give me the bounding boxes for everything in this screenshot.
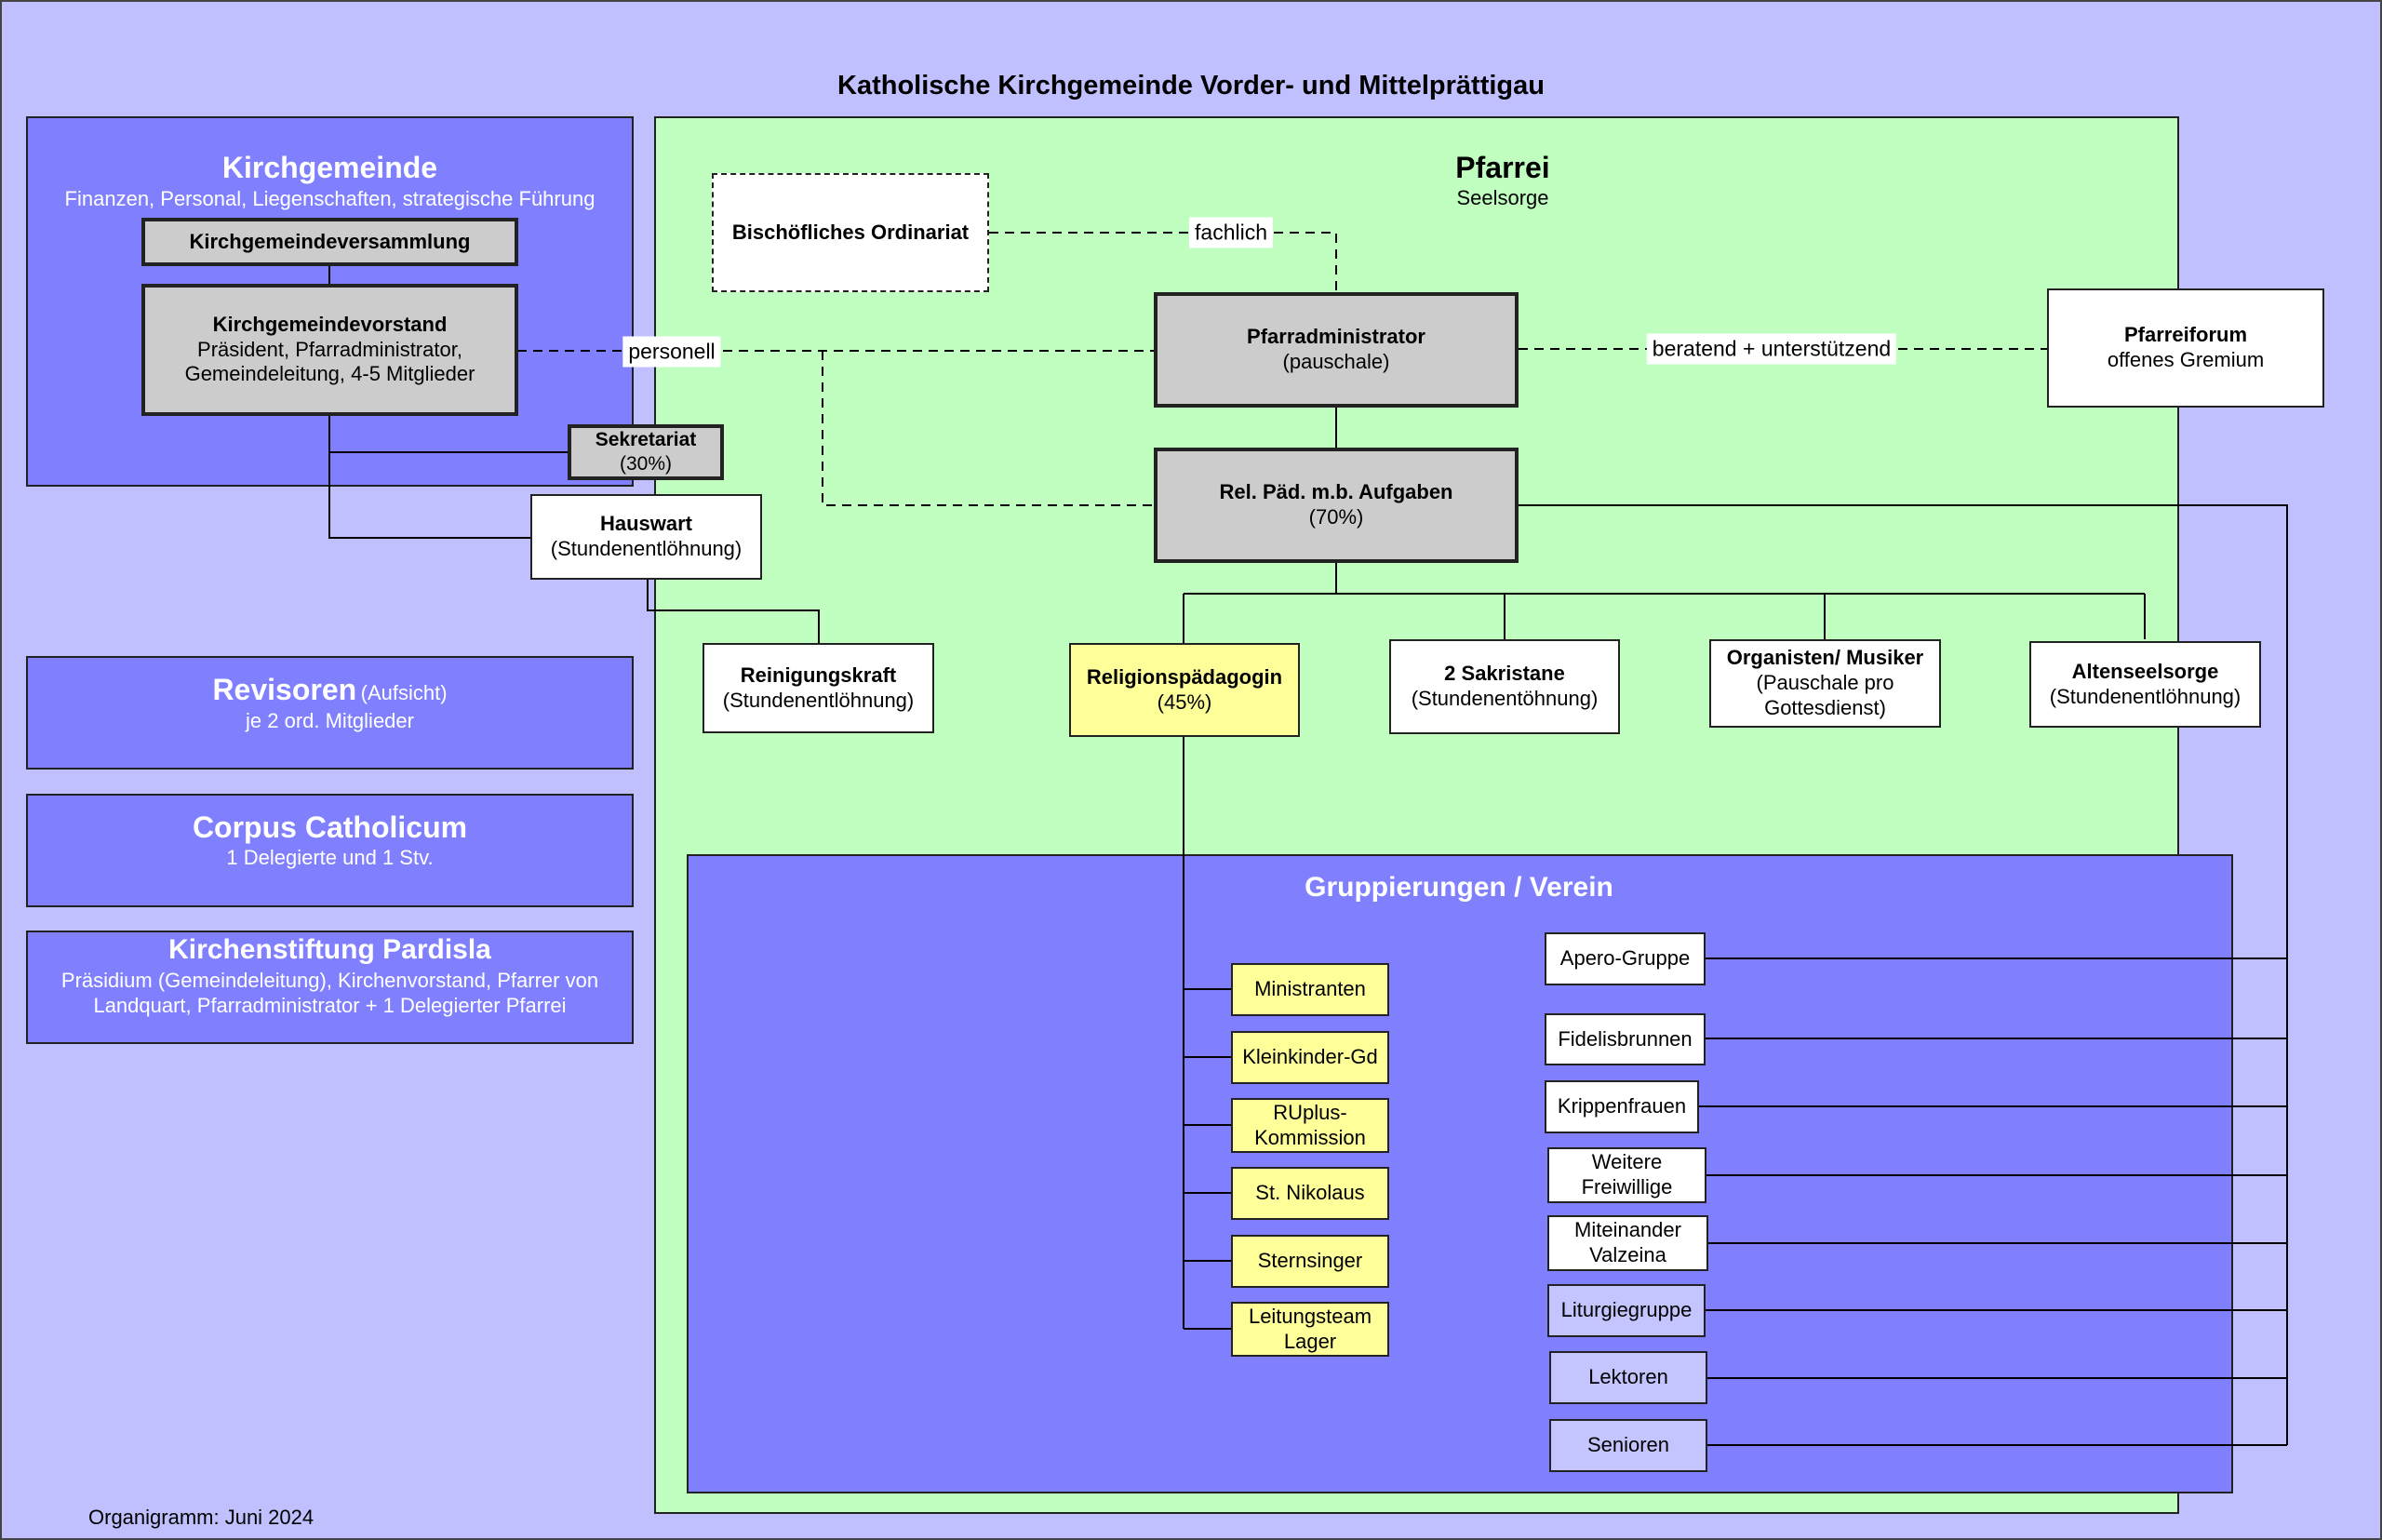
group-ministranten[interactable]: Ministranten: [1231, 963, 1389, 1016]
group-apero-gruppe[interactable]: Apero-Gruppe: [1545, 932, 1706, 985]
gruppierungen-panel: [687, 854, 2233, 1493]
label-fachlich: fachlich: [1189, 217, 1273, 248]
group-miteinander-valzeina[interactable]: Miteinander Valzeina: [1547, 1215, 1708, 1271]
group-senioren[interactable]: Senioren: [1549, 1419, 1707, 1472]
pfarradministrator-sub: (pauschale): [1282, 350, 1390, 373]
kirchgemeinde-title: Kirchgemeinde: [221, 151, 438, 184]
corpus-catholicum-panel: [26, 794, 634, 907]
religionspaedagogin-title: Religionspädagogin: [1086, 664, 1283, 689]
group-ruplus-kommission[interactable]: RUplus- Kommission: [1231, 1098, 1389, 1153]
altenseelsorge-title: Altenseelsorge: [2071, 659, 2219, 683]
group-label-line-2: Kommission: [1254, 1125, 1366, 1149]
group-label: Senioren: [1586, 1433, 1670, 1457]
group-st-nikolaus[interactable]: St. Nikolaus: [1231, 1167, 1389, 1220]
organisten-line-1: (Pauschale pro: [1756, 671, 1894, 695]
group-label: Fidelisbrunnen: [1558, 1026, 1693, 1051]
rel-paed-box[interactable]: Rel. Päd. m.b. Aufgaben (70%): [1154, 448, 1519, 563]
group-sternsinger[interactable]: Sternsinger: [1231, 1235, 1389, 1288]
kirchenstiftung-panel: [26, 931, 634, 1044]
hauswart-sub: (Stundenentlöhnung): [550, 537, 743, 560]
reinigungskraft-title: Reinigungskraft: [740, 663, 897, 687]
group-label: RUplus-: [1273, 1100, 1347, 1124]
bischoefliches-ordinariat-label: Bischöfliches Ordinariat: [731, 220, 970, 244]
corpus-catholicum-title: Corpus Catholicum: [192, 810, 468, 844]
group-label-line-2: Lager: [1283, 1329, 1337, 1353]
reinigungskraft-box[interactable]: Reinigungskraft (Stundenentlöhnung): [703, 643, 934, 733]
sakristane-box[interactable]: 2 Sakristane (Stundenentöhnung): [1389, 639, 1620, 734]
kirchenstiftung-line-2: Landquart, Pfarradministrator + 1 Delegi…: [93, 994, 567, 1017]
group-label: Leitungsteam: [1248, 1304, 1372, 1328]
revisoren-subtitle: je 2 ord. Mitglieder: [246, 709, 414, 732]
footer-note: Organigramm: Juni 2024: [88, 1506, 314, 1529]
kirchenstiftung-line-1: Präsidium (Gemeindeleitung), Kirchenvors…: [60, 969, 599, 992]
reinigungskraft-sub: (Stundenentlöhnung): [722, 688, 915, 712]
organisten-box[interactable]: Organisten/ Musiker (Pauschale pro Gotte…: [1709, 639, 1941, 728]
kirchgemeindevorstand-title: Kirchgemeindevorstand: [212, 312, 448, 336]
group-label-line-2: Valzeina: [1589, 1243, 1666, 1266]
group-label: Apero-Gruppe: [1559, 946, 1691, 971]
rel-paed-sub: (70%): [1308, 505, 1364, 529]
hauswart-box[interactable]: Hauswart (Stundenentlöhnung): [530, 494, 762, 580]
kirchgemeindeversammlung-box[interactable]: Kirchgemeindeversammlung: [141, 218, 518, 266]
pfarreiforum-title: Pfarreiforum: [2123, 323, 2248, 347]
kirchgemeindevorstand-line-2: Gemeindeleitung, 4-5 Mitglieder: [184, 362, 475, 386]
group-label: Liturgiegruppe: [1560, 1298, 1693, 1322]
kirchgemeindevorstand-line-1: Präsident, Pfarradministrator,: [197, 337, 462, 361]
altenseelsorge-box[interactable]: Altenseelsorge (Stundenentlöhnung): [2029, 641, 2261, 728]
revisoren-title-row: Revisoren (Aufsicht): [26, 673, 634, 707]
group-label: Krippenfrauen: [1557, 1094, 1687, 1118]
sekretariat-box[interactable]: Sekretariat (30%): [568, 424, 724, 480]
altenseelsorge-sub: (Stundenentlöhnung): [2049, 684, 2241, 708]
rel-paed-title: Rel. Päd. m.b. Aufgaben: [1219, 480, 1453, 504]
group-lektoren[interactable]: Lektoren: [1549, 1351, 1707, 1404]
group-label: Lektoren: [1588, 1365, 1668, 1389]
page-title: Katholische Kirchgemeinde Vorder- und Mi…: [837, 71, 1545, 100]
group-label-line-2: Freiwillige: [1581, 1175, 1673, 1199]
pfarrei-title: Pfarrei: [1455, 151, 1550, 184]
organisten-line-2: Gottesdienst): [1764, 695, 1886, 719]
group-label: St. Nikolaus: [1255, 1181, 1365, 1205]
pfarreiforum-box[interactable]: Pfarreiforum offenes Gremium: [2047, 288, 2324, 408]
sakristane-sub: (Stundenentöhnung): [1411, 687, 1599, 710]
hauswart-title: Hauswart: [599, 512, 693, 536]
corpus-catholicum-subtitle: 1 Delegierte und 1 Stv.: [226, 846, 434, 869]
group-leitungsteam-lager[interactable]: Leitungsteam Lager: [1231, 1302, 1389, 1357]
revisoren-title: Revisoren: [212, 673, 357, 706]
label-personell: personell: [622, 336, 721, 368]
group-kleinkinder-gd[interactable]: Kleinkinder-Gd: [1231, 1031, 1389, 1084]
group-label: Sternsinger: [1257, 1249, 1363, 1273]
kirchgemeindeversammlung-label: Kirchgemeindeversammlung: [189, 229, 471, 253]
kirchgemeinde-subtitle: Finanzen, Personal, Liegenschaften, stra…: [64, 187, 596, 210]
organisten-title: Organisten/ Musiker: [1726, 646, 1924, 670]
sakristane-title: 2 Sakristane: [1444, 662, 1565, 686]
gruppierungen-title: Gruppierungen / Verein: [1305, 872, 1613, 903]
revisoren-panel: [26, 656, 634, 770]
group-krippenfrauen[interactable]: Krippenfrauen: [1545, 1080, 1699, 1133]
religionspaedagogin-box[interactable]: Religionspädagogin (45%): [1069, 643, 1300, 737]
pfarradministrator-title: Pfarradministrator: [1247, 325, 1425, 349]
group-label: Kleinkinder-Gd: [1242, 1045, 1378, 1069]
sekretariat-title: Sekretariat: [595, 429, 697, 451]
kirchgemeindevorstand-box[interactable]: Kirchgemeindevorstand Präsident, Pfarrad…: [141, 284, 518, 416]
sekretariat-sub: (30%): [619, 453, 673, 475]
group-label: Miteinander: [1574, 1218, 1681, 1242]
group-label: Weitere: [1591, 1150, 1663, 1174]
pfarradministrator-box[interactable]: Pfarradministrator (pauschale): [1154, 292, 1519, 408]
pfarrei-subtitle: Seelsorge: [1456, 186, 1549, 209]
group-weitere-freiwillige[interactable]: Weitere Freiwillige: [1547, 1147, 1706, 1203]
label-beratend: beratend + unterstützend: [1646, 333, 1897, 365]
group-liturgiegruppe[interactable]: Liturgiegruppe: [1547, 1284, 1706, 1337]
religionspaedagogin-sub: (45%): [1157, 690, 1212, 714]
group-fidelisbrunnen[interactable]: Fidelisbrunnen: [1545, 1013, 1706, 1065]
kirchenstiftung-title: Kirchenstiftung Pardisla: [168, 934, 491, 965]
pfarreiforum-sub: offenes Gremium: [2107, 348, 2265, 371]
bischoefliches-ordinariat-box[interactable]: Bischöfliches Ordinariat: [712, 173, 989, 292]
group-label: Ministranten: [1254, 977, 1366, 1001]
revisoren-note: (Aufsicht): [360, 681, 448, 704]
